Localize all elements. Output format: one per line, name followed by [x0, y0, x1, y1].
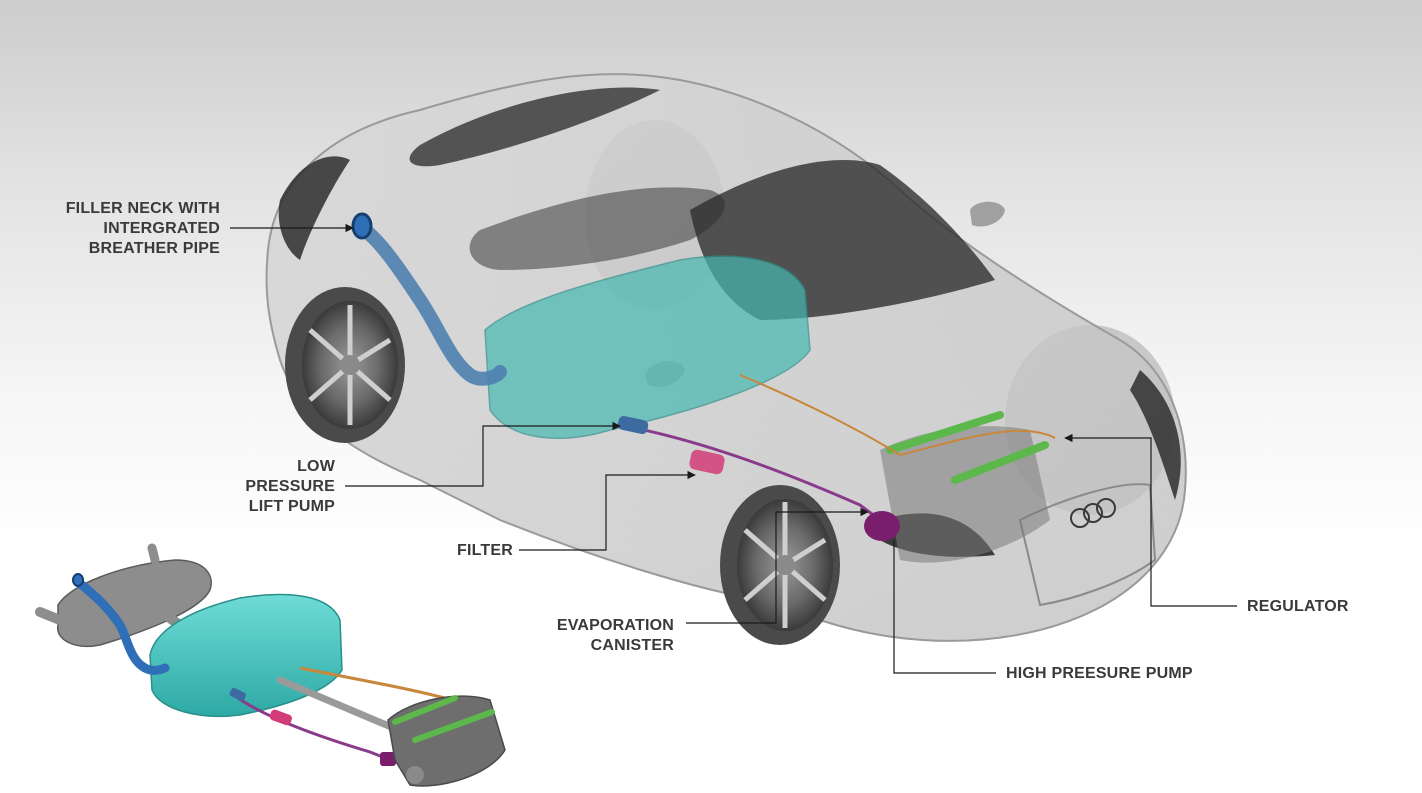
- front-left-wheel: [720, 485, 840, 645]
- label-filler-neck: FILLER NECK WITH INTERGRATED BREATHER PI…: [66, 199, 220, 259]
- fuel-line: [619, 423, 881, 522]
- high-pressure-pump: [864, 511, 900, 541]
- label-low-pressure-pump-line-3: LIFT PUMP: [248, 498, 335, 515]
- detail-filler-neck: [73, 577, 170, 675]
- detail-filter: [269, 709, 292, 726]
- fuel-tank: [484, 255, 811, 439]
- detail-high-pressure-pump: [380, 752, 396, 766]
- detail-filler-cap: [72, 573, 84, 587]
- detail-lift-pump: [229, 687, 246, 701]
- audi-rings-logo: [1070, 498, 1116, 528]
- label-regulator: REGULATOR: [1247, 597, 1349, 617]
- side-window: [469, 187, 725, 270]
- callout-high-pressure-pump: [893, 540, 996, 674]
- filler-neck-pipe: [355, 221, 507, 386]
- rear-left-wheel: [285, 287, 405, 443]
- label-high-pressure-pump-text: HIGH PREESURE PUMP: [1006, 665, 1193, 682]
- label-filter-text: FILTER: [456, 542, 513, 559]
- label-filler-neck-line-3: BREATHER PIPE: [88, 240, 220, 257]
- detail-exhaust-pipe-2: [147, 543, 160, 565]
- callout-regulator: [1064, 433, 1237, 607]
- label-evaporation-canister-line-1: EVAPORATION: [556, 617, 674, 634]
- front-nose: [1130, 370, 1181, 500]
- callout-low-pressure-pump: [345, 421, 621, 487]
- detail-muffler: [57, 559, 212, 647]
- detail-exhaust-pipe: [35, 607, 65, 625]
- callout-evaporation-canister: [686, 507, 869, 624]
- detail-fuel-line: [237, 696, 391, 762]
- label-low-pressure-pump-line-2: PRESSURE: [245, 478, 335, 495]
- callout-lines: [230, 223, 1237, 674]
- label-low-pressure-pump-line-1: LOW: [297, 458, 335, 475]
- fuel-system-detail: [35, 543, 506, 787]
- label-regulator-text: REGULATOR: [1247, 598, 1349, 615]
- return-line: [739, 374, 1056, 457]
- callout-filter: [519, 470, 696, 551]
- label-filler-neck-line-2: INTERGRATED: [103, 220, 220, 237]
- windscreen: [409, 87, 660, 167]
- label-filler-neck-line-1: FILLER NECK WITH: [65, 200, 220, 217]
- lift-pump: [617, 415, 649, 435]
- car-illustration: [265, 73, 1187, 645]
- detail-engine: [387, 695, 506, 787]
- label-low-pressure-pump: LOW PRESSURE LIFT PUMP: [245, 457, 335, 517]
- grille: [1018, 483, 1157, 607]
- filler-cap: [351, 212, 373, 240]
- label-high-pressure-pump: HIGH PREESURE PUMP: [1006, 664, 1193, 684]
- filter: [689, 449, 725, 475]
- label-evaporation-canister: EVAPORATION CANISTER: [557, 616, 674, 656]
- side-mirror: [970, 201, 1005, 227]
- rear-wheel-arch: [278, 156, 350, 260]
- label-evaporation-canister-line-2: CANISTER: [590, 637, 674, 654]
- label-filter: FILTER: [457, 541, 513, 561]
- engine: [880, 411, 1050, 563]
